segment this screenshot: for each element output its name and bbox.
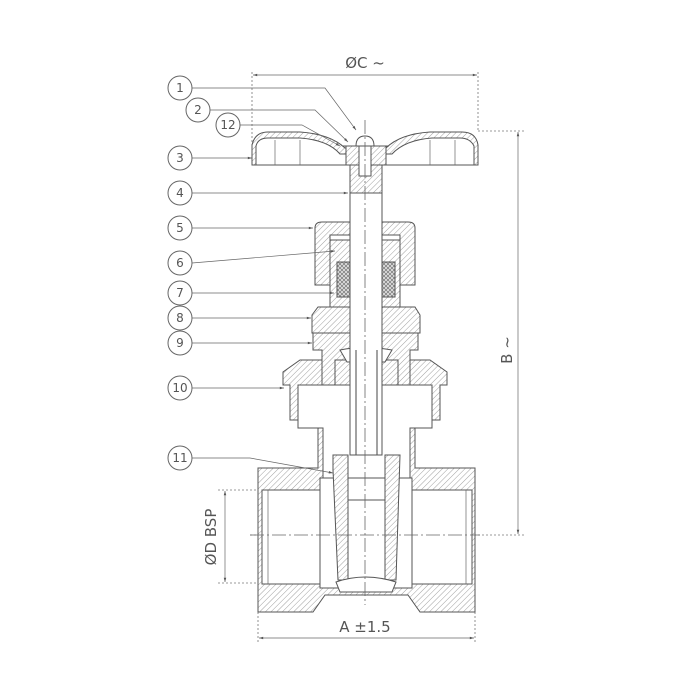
dimension-d-label: ØD BSP (202, 509, 220, 566)
cap-nut (355, 135, 375, 147)
svg-text:12: 12 (220, 118, 235, 132)
callout-3: 3 (167, 145, 193, 171)
svg-text:4: 4 (176, 186, 184, 200)
svg-text:7: 7 (176, 286, 184, 300)
callout-9: 9 (167, 330, 193, 356)
dimension-b-label: B ~ (498, 336, 516, 364)
callout-8: 8 (167, 305, 193, 331)
callout-12: 12 (215, 112, 241, 138)
callout-5: 5 (167, 215, 193, 241)
dimension-c: ØC ~ (251, 54, 479, 150)
svg-text:10: 10 (172, 381, 187, 395)
dimension-c-label: ØC ~ (345, 54, 385, 72)
callout-10: 10 (167, 375, 193, 401)
callout-4: 4 (167, 180, 193, 206)
svg-text:3: 3 (176, 151, 184, 165)
dimension-d: ØD BSP (202, 489, 262, 584)
svg-text:1: 1 (176, 81, 184, 95)
bonnet-assembly (311, 221, 421, 386)
svg-text:9: 9 (176, 336, 184, 350)
gate-wedge (332, 454, 401, 593)
callout-2: 2 (185, 97, 211, 123)
callout-leaders (191, 87, 357, 474)
callout-6: 6 (167, 250, 193, 276)
svg-text:5: 5 (176, 221, 184, 235)
dimension-a-label: A ±1.5 (339, 618, 390, 636)
stem (349, 164, 383, 456)
svg-text:2: 2 (194, 103, 202, 117)
callout-11: 11 (167, 445, 193, 471)
callout-7: 7 (167, 280, 193, 306)
callout-1: 1 (167, 75, 193, 101)
svg-text:6: 6 (176, 256, 184, 270)
svg-text:11: 11 (172, 451, 187, 465)
svg-text:8: 8 (176, 311, 184, 325)
dimension-a: A ±1.5 (257, 612, 476, 642)
